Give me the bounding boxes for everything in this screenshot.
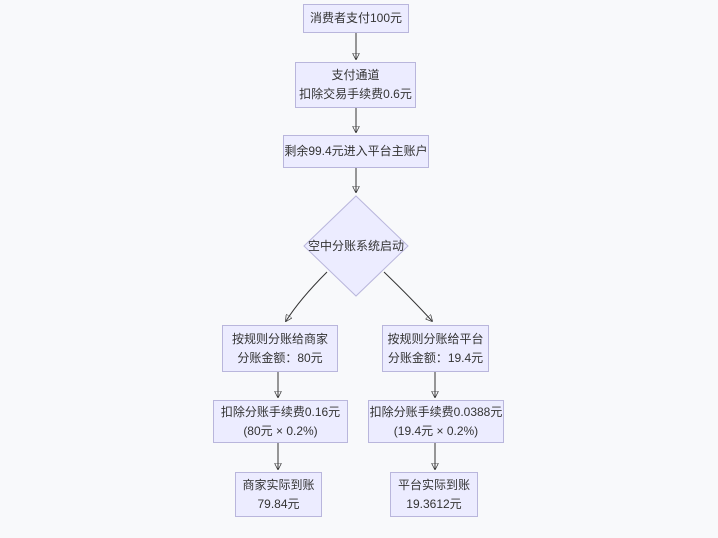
node-platform-split-label-2: 分账金额：19.4元 xyxy=(387,350,484,365)
node-consumer-pays-label: 消费者支付100元 xyxy=(309,11,403,25)
node-consumer-pays: 消费者支付100元 xyxy=(303,4,409,33)
node-platform-split: 按规则分账给平台 分账金额：19.4元 xyxy=(382,325,489,372)
decision-split-system-label: 空中分账系统启动 xyxy=(307,238,404,253)
node-platform-received-label-2: 19.3612元 xyxy=(406,496,462,511)
node-merchant-split-label-1: 按规则分账给商家 xyxy=(231,331,328,346)
decision-split-system: 空中分账系统启动 xyxy=(303,195,409,297)
node-platform-received: 平台实际到账 19.3612元 xyxy=(390,472,478,517)
node-platform-split-label-1: 按规则分账给平台 xyxy=(387,331,484,346)
node-merchant-received: 商家实际到账 79.84元 xyxy=(235,472,322,517)
node-platform-main-account: 剩余99.4元进入平台主账户 xyxy=(283,135,429,168)
node-platform-fee-label-1: 扣除分账手续费0.0388元 xyxy=(369,404,503,419)
node-platform-main-account-label: 剩余99.4元进入平台主账户 xyxy=(284,144,428,158)
node-payment-channel-label-1: 支付通道 xyxy=(331,68,380,82)
node-merchant-received-label-2: 79.84元 xyxy=(257,496,300,511)
node-merchant-split-label-2: 分账金额：80元 xyxy=(237,350,323,365)
node-payment-channel: 支付通道 扣除交易手续费0.6元 xyxy=(295,62,416,108)
node-merchant-received-label-1: 商家实际到账 xyxy=(242,477,315,492)
node-payment-channel-label-2: 扣除交易手续费0.6元 xyxy=(299,87,412,101)
node-platform-received-label-1: 平台实际到账 xyxy=(397,477,470,492)
node-platform-fee: 扣除分账手续费0.0388元 (19.4元 × 0.2%) xyxy=(368,400,504,443)
node-merchant-split: 按规则分账给商家 分账金额：80元 xyxy=(222,325,338,372)
node-merchant-fee: 扣除分账手续费0.16元 (80元 × 0.2%) xyxy=(213,400,348,443)
diamond-shape-icon xyxy=(303,195,409,297)
node-merchant-fee-label-1: 扣除分账手续费0.16元 xyxy=(220,404,341,419)
node-merchant-fee-label-2: (80元 × 0.2%) xyxy=(243,423,318,438)
node-platform-fee-label-2: (19.4元 × 0.2%) xyxy=(393,423,479,438)
